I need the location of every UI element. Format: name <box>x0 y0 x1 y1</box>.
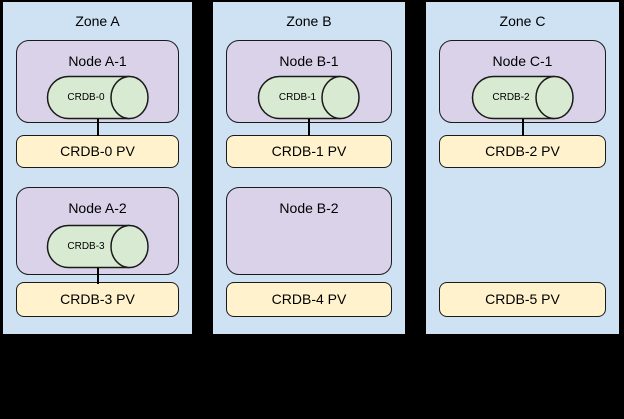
node-b1-box: Node B-1 CRDB-1 <box>226 40 392 123</box>
cylinder-shape-icon <box>257 75 360 120</box>
cylinder-shape-icon <box>471 75 574 120</box>
zone-c-container: Zone C Node C-1 CRDB-2 CRDB-2 PV CRDB-5 … <box>424 0 621 336</box>
connector-crdb-3-to-pv <box>96 268 99 284</box>
cylinder-shape-icon <box>46 224 149 269</box>
node-a2-box: Node A-2 CRDB-3 <box>16 187 179 275</box>
pv-crdb-1-box: CRDB-1 PV <box>226 135 392 168</box>
pv-crdb-4-box: CRDB-4 PV <box>226 282 392 317</box>
node-a1-box: Node A-1 CRDB-0 <box>16 40 179 123</box>
node-b2-box: Node B-2 <box>226 187 392 275</box>
pod-crdb-0-cylinder: CRDB-0 <box>45 75 150 120</box>
zone-b-label: Zone B <box>286 13 332 29</box>
pod-crdb-1-label: CRDB-1 <box>278 92 317 103</box>
pod-crdb-3-cylinder: CRDB-3 <box>45 224 150 269</box>
connector-crdb-2-to-pv <box>521 119 524 136</box>
pod-crdb-0-label: CRDB-0 <box>67 92 105 103</box>
node-a2-label: Node A-2 <box>68 200 127 216</box>
zone-a-label: Zone A <box>75 13 120 29</box>
connector-crdb-0-to-pv <box>96 119 99 136</box>
pod-crdb-2-label: CRDB-2 <box>492 92 530 103</box>
node-b1-label: Node B-1 <box>279 53 339 69</box>
pod-crdb-3-label: CRDB-3 <box>67 241 105 252</box>
node-a1-label: Node A-1 <box>68 53 127 69</box>
pod-crdb-2-cylinder: CRDB-2 <box>470 75 575 120</box>
zone-a-container: Zone A Node A-1 CRDB-0 CRDB-0 PV Node A-… <box>1 0 194 336</box>
node-b2-label: Node B-2 <box>279 200 339 216</box>
pod-crdb-1-cylinder: CRDB-1 <box>257 75 362 120</box>
connector-crdb-1-to-pv <box>308 119 310 136</box>
node-c1-box: Node C-1 CRDB-2 <box>439 40 606 123</box>
zone-b-container: Zone B Node B-1 CRDB-1 CRDB-1 PV Node B-… <box>211 0 407 336</box>
pv-crdb-5-box: CRDB-5 PV <box>439 282 606 317</box>
pv-crdb-2-box: CRDB-2 PV <box>439 135 606 168</box>
zone-c-label: Zone C <box>499 13 546 29</box>
cylinder-shape-icon <box>46 75 149 120</box>
pv-crdb-3-box: CRDB-3 PV <box>16 282 179 317</box>
pv-crdb-0-box: CRDB-0 PV <box>16 135 179 168</box>
node-c1-label: Node C-1 <box>492 53 553 69</box>
